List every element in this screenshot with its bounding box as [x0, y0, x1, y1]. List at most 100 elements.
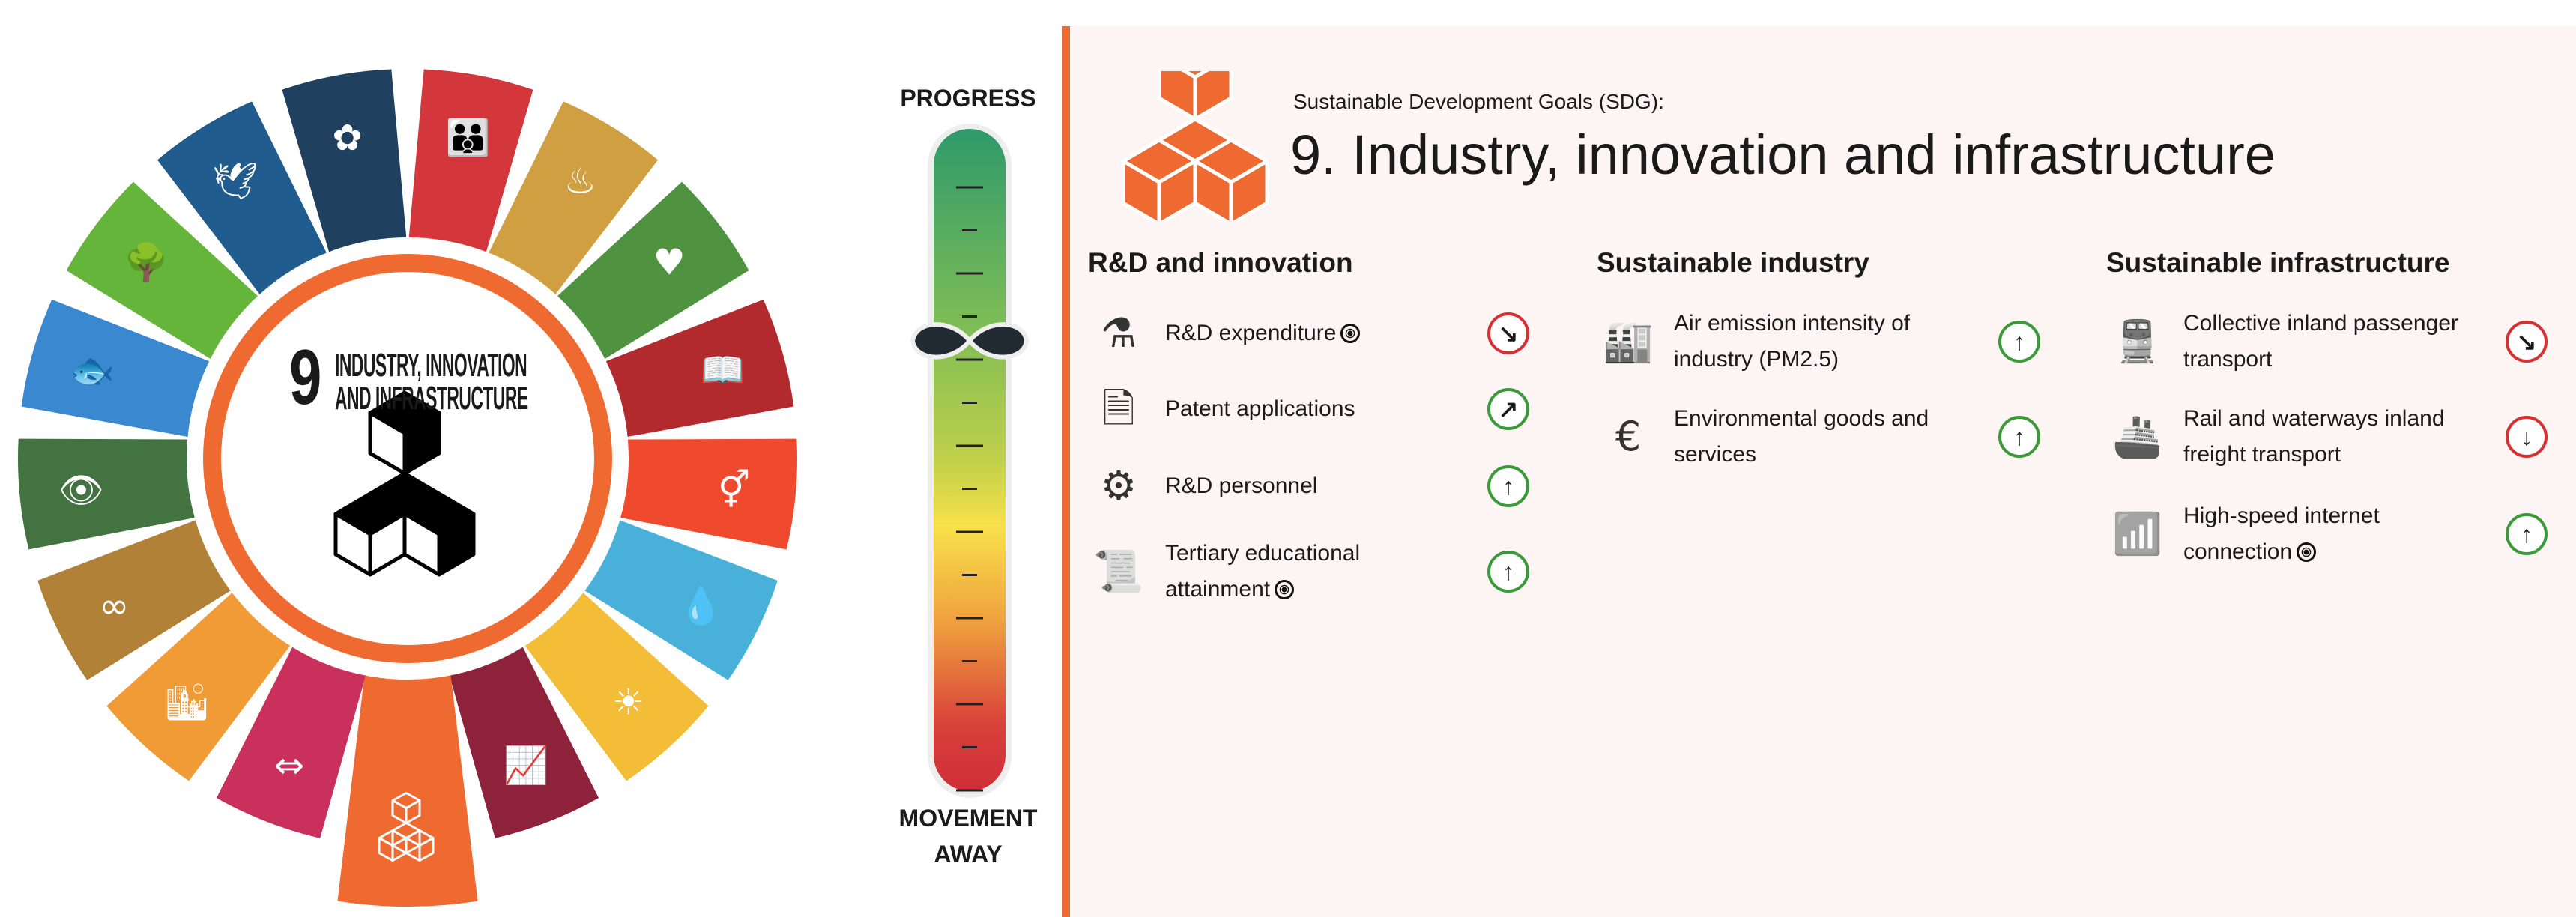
tree-icon: 🌳	[124, 240, 169, 283]
indicator-label[interactable]: Tertiary educational attainment	[1165, 536, 1360, 608]
trend-arrow-up-right-icon: ↗	[1487, 388, 1529, 430]
cubes-icon	[378, 792, 435, 862]
indicator-label-line2: transport	[2183, 347, 2273, 372]
goal-segment-3[interactable]	[557, 181, 749, 359]
indicator-label[interactable]: Rail and waterways inland freight transpo…	[2183, 401, 2445, 473]
dove-icon: 🕊	[212, 160, 258, 202]
indicator-label-line1: Tertiary educational	[1165, 541, 1361, 566]
goal-segment-7[interactable]	[524, 593, 709, 781]
family-icon: 👪	[446, 117, 491, 159]
diploma-icon: 📜	[1093, 548, 1144, 595]
indicator-label-line1: High-speed internet	[2183, 503, 2380, 528]
trend-arrow-down-right-icon: ↘	[2506, 321, 2548, 363]
heartbeat-icon: ♥	[653, 241, 686, 283]
panel-divider	[1062, 26, 1070, 917]
goal-segment-15[interactable]	[66, 181, 258, 359]
goal-title-line1: INDUSTRY, INNOVATION	[335, 347, 527, 384]
bowl-icon: ♨	[564, 160, 596, 202]
target-icon	[1340, 324, 1361, 343]
indicator-label[interactable]: High-speed internet connection	[2183, 498, 2380, 570]
sun-icon: ☀	[612, 681, 644, 723]
trend-arrow-down-right-icon: ↘	[1487, 312, 1529, 354]
freight-icon: 🚢	[2112, 413, 2163, 460]
indicator-label[interactable]: Patent applications	[1165, 391, 1355, 427]
trend-arrow-up-icon: ↑	[1998, 321, 2040, 363]
goal-segment-11[interactable]	[106, 593, 291, 781]
indicator-label-line2: connection	[2183, 534, 2380, 570]
trend-arrow-up-icon: ↑	[1487, 465, 1529, 507]
equality-icon: ⇔	[274, 745, 304, 787]
indicator-label[interactable]: Environmental goods and services	[1674, 401, 1929, 473]
eye-globe-icon: 👁	[58, 469, 104, 511]
goal-segment-16[interactable]	[157, 101, 327, 294]
sdg-subtitle: Sustainable Development Goals (SDG):	[1293, 90, 1664, 113]
goal-segment-9[interactable]	[337, 675, 478, 907]
progress-gauge	[910, 124, 1030, 798]
rings-icon: ✿	[333, 117, 363, 159]
trend-arrow-down-icon: ↓	[2506, 416, 2548, 458]
sdg-title: 9. Industry, innovation and infrastructu…	[1290, 124, 2276, 186]
target-icon	[1275, 580, 1295, 599]
indicator-label-line2: services	[1674, 442, 1757, 467]
gauge-pointer	[910, 322, 1030, 360]
trend-arrow-up-icon: ↑	[2506, 513, 2548, 555]
goal-title: INDUSTRY, INNOVATION AND INFRASTRUCTURE	[335, 349, 528, 415]
indicator-label-line2: industry (PM2.5)	[1674, 347, 1839, 372]
train-icon: 🚆	[2112, 318, 2163, 365]
euro-flower-icon: €	[1615, 413, 1642, 460]
goal-segment-6[interactable]	[584, 520, 778, 680]
growth-chart-icon: 📈	[504, 745, 548, 787]
indicator-label[interactable]: R&D personnel	[1165, 468, 1317, 504]
indicator-label-line1: Rail and waterways inland	[2183, 406, 2445, 431]
indicator-label-line1: Collective inland passenger	[2183, 311, 2458, 336]
trend-arrow-up-icon: ↑	[1998, 416, 2040, 458]
indicator-label[interactable]: R&D expenditure	[1165, 315, 1361, 351]
wifi-icon: 📶	[2112, 510, 2163, 557]
factory-icon: 🏭	[1603, 318, 1654, 365]
goal-segment-13[interactable]	[17, 438, 195, 550]
flask-euro-icon: ⚗	[1100, 309, 1137, 357]
indicator-label-line1: Environmental goods and	[1674, 406, 1929, 431]
gauge-away-line1: MOVEMENT	[898, 805, 1038, 832]
goal-panel	[1070, 26, 2576, 917]
column-heading: R&D and innovation	[1088, 247, 1353, 278]
target-icon	[2297, 542, 2317, 562]
indicator-label-line2: freight transport	[2183, 442, 2341, 467]
goal-segment-1[interactable]	[408, 69, 533, 252]
indicator-label-line1: R&D expenditure	[1165, 315, 1361, 351]
goal-segment-17[interactable]	[282, 69, 407, 252]
goal-segment-5[interactable]	[620, 438, 797, 550]
indicator-label[interactable]: Collective inland passenger transport	[2183, 306, 2458, 378]
city-icon: 🏙	[164, 681, 210, 723]
goal-segment-10[interactable]	[216, 647, 366, 838]
sdg-wheel: 👪 ♨ ♥ 📖 ⚥ 💧 ☀ 📈 ⇔ 🏙 ∞ 👁 🐟 🌳 🕊 ✿	[17, 69, 797, 907]
fish-icon: 🐟	[70, 349, 115, 391]
gauge-away-line2: AWAY	[934, 841, 1003, 868]
cubes-icon	[333, 390, 476, 577]
book-icon: 📖	[701, 349, 746, 391]
trend-arrow-up-icon: ↑	[1487, 551, 1529, 593]
goal-segment-14[interactable]	[21, 299, 210, 438]
indicator-label-line1: Patent applications	[1165, 396, 1355, 421]
gauge-away-label: MOVEMENT AWAY	[878, 800, 1058, 872]
goal-segment-2[interactable]	[489, 101, 659, 294]
goal-segment-4[interactable]	[605, 299, 794, 438]
cubes-icon	[1121, 71, 1269, 221]
goal-segment-12[interactable]	[37, 520, 231, 680]
water-icon: 💧	[679, 585, 724, 627]
header-cubes	[1121, 71, 1269, 221]
indicator-label[interactable]: Air emission intensity of industry (PM2.5…	[1674, 306, 1910, 378]
gear-people-icon: ⚙	[1100, 462, 1137, 509]
goal-segment-8[interactable]	[449, 647, 599, 838]
gauge-bar	[934, 129, 1006, 791]
gauge-progress-label: PROGRESS	[900, 85, 1036, 112]
goal-title-line2: AND INFRASTRUCTURE	[335, 380, 528, 417]
indicator-label-line1: R&D personnel	[1165, 473, 1318, 498]
infinity-icon: ∞	[99, 585, 129, 627]
column-heading: Sustainable infrastructure	[2106, 247, 2450, 278]
gender-icon: ⚥	[718, 469, 750, 511]
indicator-label-line1: Air emission intensity of	[1674, 311, 1911, 336]
column-heading: Sustainable industry	[1597, 247, 1869, 278]
indicator-label-line2: attainment	[1165, 572, 1360, 608]
patent-icon: 🗎	[1102, 385, 1135, 432]
